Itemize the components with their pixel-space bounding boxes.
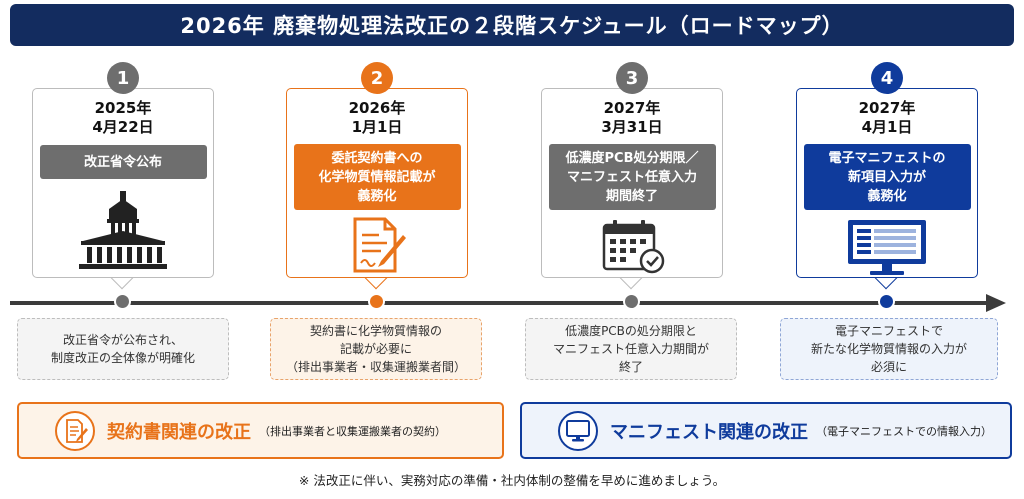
contract-document-icon: [287, 215, 467, 275]
contract-document-icon: [55, 410, 95, 451]
step-label-line: 期間終了: [605, 188, 658, 204]
step-label-line: 化学物質情報記載が: [318, 169, 436, 185]
monitor-form-icon: [797, 217, 977, 277]
timeline-dot-3: [623, 293, 640, 310]
government-building-icon: [33, 189, 213, 271]
timeline-axis: [10, 294, 1006, 312]
step-note-1: 改正省令が公布され、 制度改正の全体像が明確化: [17, 318, 229, 380]
step-note-2: 契約書に化学物質情報の 記載が必要に （排出事業者・収集運搬業者間）: [270, 318, 482, 380]
step-date: 2026年 1月1日: [287, 99, 467, 137]
category-manifest: マニフェスト関連の改正 （電子マニフェストでの情報入力）: [520, 402, 1012, 459]
step-date-year: 2027年: [603, 99, 661, 117]
note-line: 記載が必要に: [339, 342, 412, 356]
step-date-day: 4月22日: [92, 118, 154, 136]
footnote: ※ 法改正に伴い、実務対応の準備・社内体制の整備を早めに進めましょう。: [298, 473, 726, 488]
note-line: 契約書に化学物質情報の: [309, 324, 442, 338]
step-label-box: 改正省令公布: [39, 145, 207, 179]
step-label-line: 新項目入力が: [847, 169, 926, 185]
step-label-box: 電子マニフェストの 新項目入力が 義務化: [803, 144, 971, 210]
step-date-year: 2026年: [348, 99, 406, 117]
step-card: 2026年 1月1日 委託契約書への 化学物質情報記載が 義務化: [286, 88, 468, 278]
step-number-badge: 1: [107, 62, 139, 94]
step-date-day: 1月1日: [351, 118, 403, 136]
category-subtitle: （電子マニフェストでの情報入力）: [816, 424, 992, 438]
step-label-line: 義務化: [867, 188, 907, 204]
step-date-year: 2025年: [94, 99, 152, 117]
note-line: （排出事業者・収集運搬業者間）: [285, 360, 466, 374]
category-contract: 契約書関連の改正 （排出事業者と収集運搬業者の契約）: [17, 402, 504, 459]
monitor-icon: [558, 410, 598, 451]
step-note-4: 電子マニフェストで 新たな化学物質情報の入力が 必須に: [780, 318, 998, 380]
category-title: 契約書関連の改正: [107, 421, 251, 443]
timeline-arrow-head: [986, 294, 1006, 312]
note-line: 終了: [618, 360, 643, 374]
step-card: 2027年 3月31日 低濃度PCB処分期限／ マニフェスト任意入力 期間終了: [541, 88, 723, 278]
category-subtitle: （排出事業者と収集運搬業者の契約）: [259, 424, 446, 438]
step-label-line: 改正省令公布: [83, 154, 162, 170]
category-title: マニフェスト関連の改正: [610, 421, 808, 443]
step-number-badge: 2: [361, 62, 393, 94]
note-line: 制度改正の全体像が明確化: [50, 351, 195, 365]
timeline-dot-2: [368, 293, 385, 310]
note-line: 改正省令が公布され、: [62, 333, 184, 347]
note-line: 新たな化学物質情報の入力が: [810, 342, 967, 356]
note-line: 必須に: [870, 360, 907, 374]
calendar-check-icon: [542, 219, 722, 275]
step-note-3: 低濃度PCBの処分期限と マニフェスト任意入力期間が 終了: [525, 318, 737, 380]
step-date-day: 3月31日: [601, 118, 663, 136]
step-date: 2025年 4月22日: [33, 99, 213, 137]
step-date-year: 2027年: [858, 99, 916, 117]
step-label-box: 委託契約書への 化学物質情報記載が 義務化: [293, 144, 461, 210]
note-line: 電子マニフェストで: [834, 324, 943, 338]
step-label-line: マニフェスト任意入力: [566, 169, 697, 185]
timeline-dot-4: [878, 293, 895, 310]
step-card: 2027年 4月1日 電子マニフェストの 新項目入力が 義務化: [796, 88, 978, 278]
timeline-line: [10, 301, 988, 305]
step-date: 2027年 4月1日: [797, 99, 977, 137]
step-number-badge: 3: [616, 62, 648, 94]
step-label-line: 義務化: [357, 188, 397, 204]
step-date-day: 4月1日: [861, 118, 913, 136]
step-date: 2027年 3月31日: [542, 99, 722, 137]
note-line: 低濃度PCBの処分期限と: [565, 324, 697, 338]
step-label-box: 低濃度PCB処分期限／ マニフェスト任意入力 期間終了: [548, 144, 716, 210]
note-line: マニフェスト任意入力期間が: [552, 342, 709, 356]
step-number-badge: 4: [871, 62, 903, 94]
timeline-dot-1: [114, 293, 131, 310]
step-label-line: 委託契約書への: [331, 150, 423, 166]
step-card: 2025年 4月22日 改正省令公布: [32, 88, 214, 278]
page-title: 2026年 廃棄物処理法改正の２段階スケジュール（ロードマップ）: [10, 4, 1014, 46]
step-label-line: 低濃度PCB処分期限／: [565, 150, 699, 166]
step-label-line: 電子マニフェストの: [828, 150, 946, 166]
